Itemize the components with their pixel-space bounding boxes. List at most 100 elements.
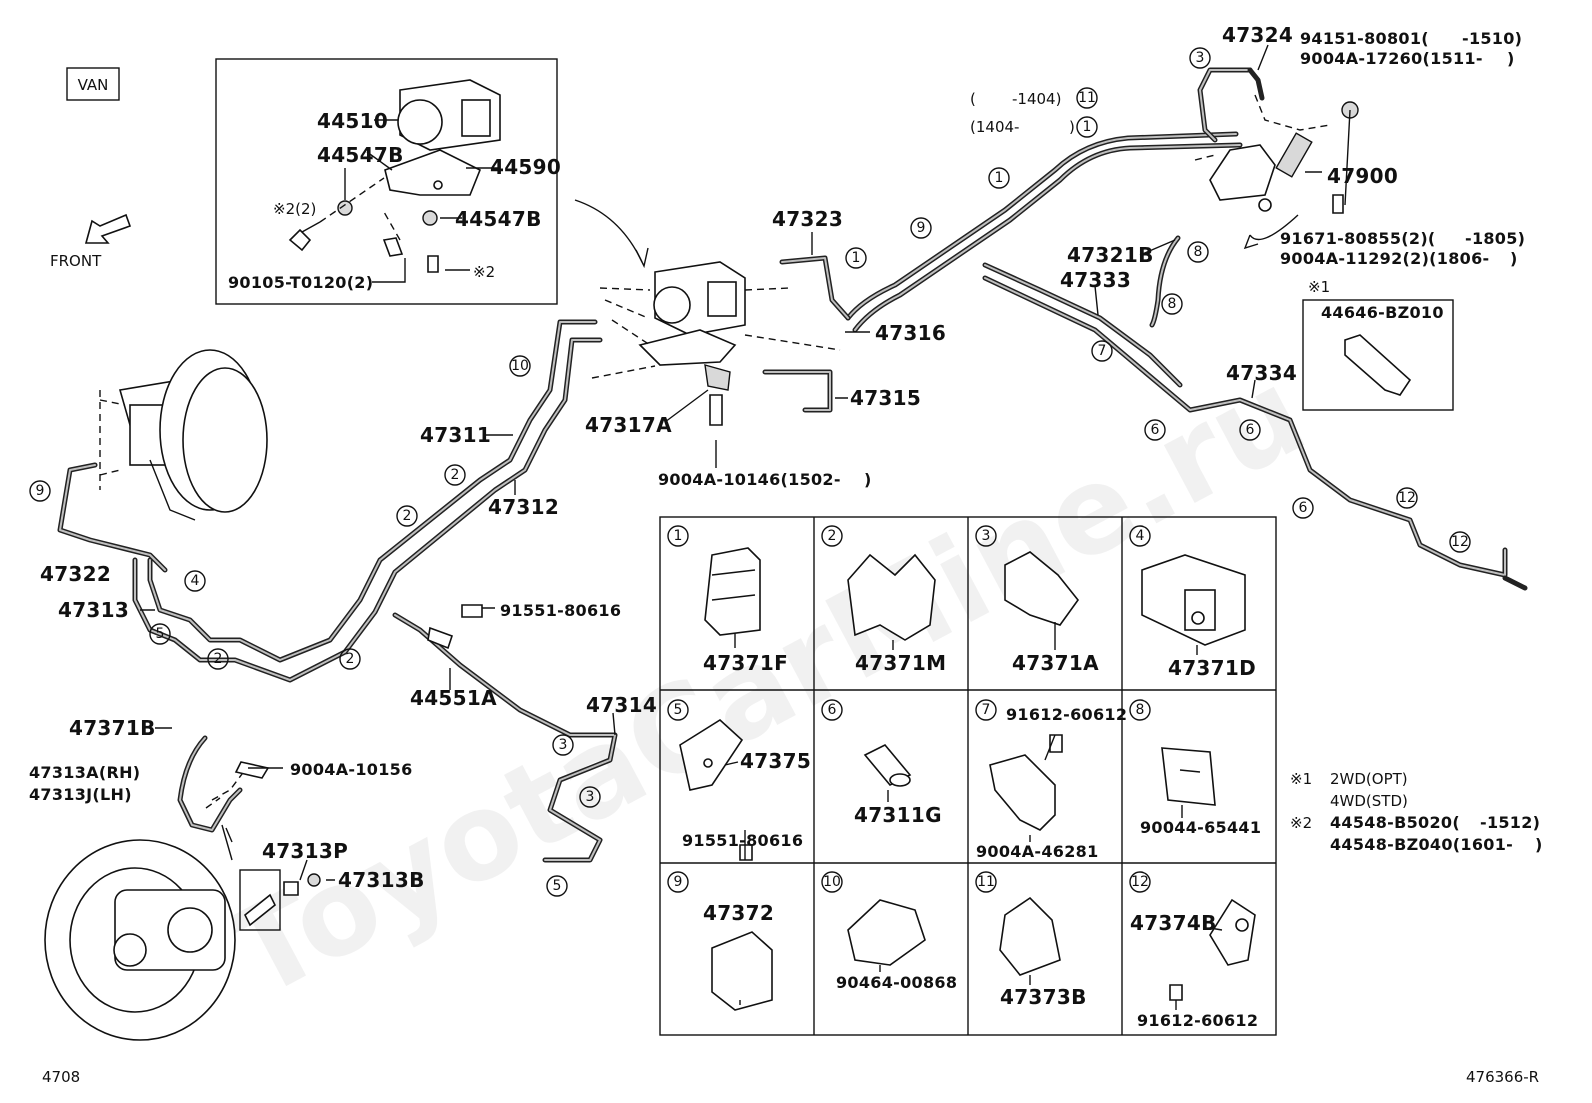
label-47900: 47900 bbox=[1327, 164, 1398, 188]
front-arrow-icon bbox=[84, 213, 132, 244]
bolt-icon bbox=[234, 761, 270, 779]
clip-90044-65441-icon bbox=[1161, 747, 1216, 806]
grid-label-90044-65441: 90044-65441 bbox=[1140, 818, 1261, 837]
range-after-1404-end: ) bbox=[1069, 118, 1075, 136]
range-after-1404: (1404- bbox=[970, 118, 1019, 136]
svg-text:3: 3 bbox=[982, 528, 991, 544]
bolt-icon bbox=[427, 255, 439, 273]
label-47334: 47334 bbox=[1226, 361, 1297, 385]
pipe-47323 bbox=[779, 255, 851, 321]
clip-47371d-icon bbox=[1141, 554, 1246, 646]
label-47316: 47316 bbox=[875, 321, 946, 345]
bracket-9004a-46281-icon bbox=[989, 734, 1063, 831]
grid-cell-numbers: 1 2 3 4 5 6 7 8 9 10 11 12 bbox=[667, 525, 1151, 893]
footer-left-code: 4708 bbox=[42, 1068, 80, 1086]
svg-text:9: 9 bbox=[36, 483, 45, 499]
bracket-44551a-icon bbox=[427, 626, 454, 650]
caliper-arrow bbox=[221, 824, 233, 861]
svg-text:1: 1 bbox=[995, 170, 1004, 186]
dashed-guides-rear bbox=[1194, 94, 1331, 161]
bracket-icon bbox=[1344, 334, 1412, 396]
clip-47375-icon bbox=[679, 719, 753, 861]
clamp-47374b-icon bbox=[1169, 898, 1256, 1001]
svg-text:10: 10 bbox=[823, 874, 841, 890]
svg-text:8: 8 bbox=[1194, 244, 1203, 260]
grid-label-47371d: 47371D bbox=[1168, 656, 1256, 680]
grommet-icon bbox=[422, 210, 438, 226]
label-47313a-rh: 47313A(RH) bbox=[29, 763, 140, 782]
pipe-47324 bbox=[1197, 67, 1253, 143]
svg-text:3: 3 bbox=[586, 789, 595, 805]
svg-text:5: 5 bbox=[156, 626, 165, 642]
label-47371b: 47371B bbox=[69, 716, 156, 740]
callout-markers: 1 1 9 3 8 8 7 6 6 6 12 12 10 2 2 2 2 4 5… bbox=[29, 47, 1471, 897]
footer-right-code: 476366-R bbox=[1466, 1068, 1539, 1086]
grommet-icon bbox=[337, 200, 353, 216]
master-cylinder-icon bbox=[118, 349, 268, 521]
svg-text:1: 1 bbox=[852, 250, 861, 266]
note-2: ※2 bbox=[473, 263, 495, 281]
pipe-47315 bbox=[762, 369, 833, 413]
svg-text:6: 6 bbox=[1246, 422, 1255, 438]
grid-label-47373b: 47373B bbox=[1000, 985, 1087, 1009]
bolt-icon bbox=[288, 228, 312, 252]
svg-text:1: 1 bbox=[1083, 119, 1092, 135]
svg-text:3: 3 bbox=[1196, 50, 1205, 66]
note-1-4wd: 4WD(STD) bbox=[1330, 792, 1408, 810]
svg-text:7: 7 bbox=[982, 702, 991, 718]
svg-text:1: 1 bbox=[674, 528, 683, 544]
svg-text:6: 6 bbox=[1299, 500, 1308, 516]
grommet-47311g-icon bbox=[863, 744, 912, 787]
grid-label-91612-60612: 91612-60612 bbox=[1006, 705, 1127, 724]
bolt-icon bbox=[1332, 194, 1344, 214]
svg-text:2: 2 bbox=[346, 651, 355, 667]
dashed-guides-mc bbox=[99, 390, 126, 490]
grid-label-47375: 47375 bbox=[740, 749, 811, 773]
brake-caliper-icon bbox=[44, 839, 236, 1041]
label-91671-80855: 91671-80855(2)( bbox=[1280, 229, 1436, 248]
range-before-1404-end: -1404) bbox=[1012, 90, 1061, 108]
inset-arrow bbox=[574, 199, 643, 263]
bolt-icon bbox=[709, 394, 723, 426]
svg-text:6: 6 bbox=[1151, 422, 1160, 438]
label-47313j-lh: 47313J(LH) bbox=[29, 785, 132, 804]
svg-text:10: 10 bbox=[511, 358, 529, 374]
grid-label-47374b: 47374B bbox=[1130, 911, 1217, 935]
bolt-icon bbox=[461, 604, 483, 618]
svg-text:5: 5 bbox=[674, 702, 683, 718]
svg-text:7: 7 bbox=[1098, 343, 1107, 359]
bolt-icon bbox=[382, 237, 404, 257]
leader-lines bbox=[301, 119, 500, 283]
bolt-icon bbox=[283, 881, 299, 896]
svg-text:8: 8 bbox=[1136, 702, 1145, 718]
note-1-mark-legend: ※1 bbox=[1290, 770, 1312, 788]
van-label: VAN bbox=[78, 76, 109, 94]
label-94151-range: -1510) bbox=[1462, 29, 1522, 48]
grid-label-47371a: 47371A bbox=[1012, 651, 1099, 675]
label-47321b: 47321B bbox=[1067, 243, 1154, 267]
valve-47900-icon bbox=[1209, 132, 1313, 212]
label-47313b: 47313B bbox=[338, 868, 425, 892]
label-44547b-2: 44547B bbox=[455, 207, 542, 231]
svg-text:4: 4 bbox=[1136, 528, 1145, 544]
label-47324: 47324 bbox=[1222, 23, 1293, 47]
rear-arrow bbox=[1243, 214, 1299, 250]
label-91671-range: -1805) bbox=[1465, 229, 1525, 248]
label-47323: 47323 bbox=[772, 207, 843, 231]
svg-text:6: 6 bbox=[828, 702, 837, 718]
dashed-guides bbox=[319, 177, 401, 241]
label-44510: 44510 bbox=[317, 109, 388, 133]
grid-label-47371m: 47371M bbox=[855, 651, 946, 675]
label-44551a: 44551A bbox=[410, 686, 497, 710]
label-9004a-17260-range: ) bbox=[1507, 49, 1515, 68]
clip-90464-00868-icon bbox=[847, 899, 926, 966]
label-44590: 44590 bbox=[490, 155, 561, 179]
label-47333: 47333 bbox=[1060, 268, 1131, 292]
grid-label-91551-80616: 91551-80616 bbox=[682, 831, 803, 850]
leader-lines-main bbox=[140, 44, 1351, 881]
label-9004a-17260: 9004A-17260(1511- bbox=[1300, 49, 1483, 68]
grid-label-47311g: 47311G bbox=[854, 803, 942, 827]
clip-47371f-icon bbox=[704, 547, 761, 636]
label-44547b: 44547B bbox=[317, 143, 404, 167]
